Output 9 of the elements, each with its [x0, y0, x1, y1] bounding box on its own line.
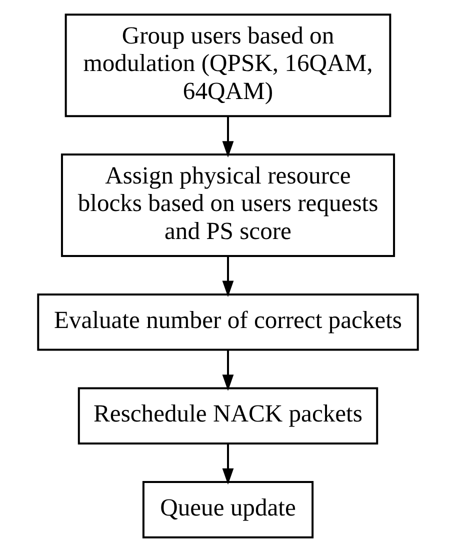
- arrow: [222, 116, 234, 158]
- arrow: [222, 256, 234, 298]
- node-box: Evaluate number of correct packets: [37, 293, 419, 351]
- node-box: Group users based on modulation (QPSK, 16QAM, 64QAM): [64, 14, 392, 118]
- node-box: Reschedule NACK packets: [78, 387, 378, 445]
- node-box: Queue update: [142, 481, 314, 538]
- arrow: [222, 350, 234, 391]
- node-box: Assign physical resource blocks based on users requests and PS score: [60, 154, 396, 258]
- arrow: [222, 444, 234, 485]
